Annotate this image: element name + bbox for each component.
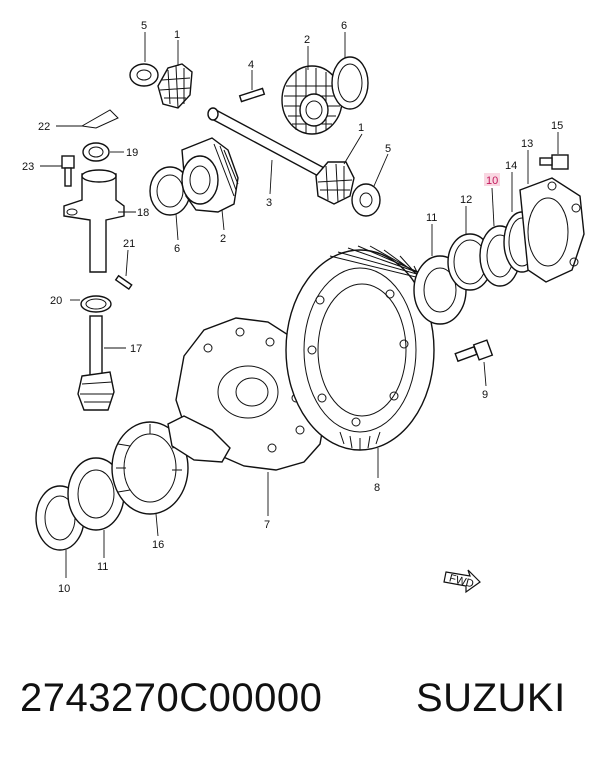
callout-14: 14	[505, 160, 517, 172]
ring-gear-8	[285, 245, 437, 451]
callout-8: 8	[374, 482, 380, 494]
thrust-washer-6-top	[331, 56, 369, 110]
callout-12: 12	[460, 194, 472, 206]
bolt-23	[61, 155, 75, 187]
sleeve-18	[63, 169, 125, 273]
bearing-race-11-lower	[67, 457, 125, 531]
callout-1-lower: 1	[358, 122, 364, 134]
callout-17: 17	[130, 343, 142, 355]
footer	[0, 640, 600, 763]
brand-name: SUZUKI	[416, 676, 566, 720]
callout-3: 3	[266, 197, 272, 209]
callout-10-highlight	[484, 173, 500, 186]
callout-20: 20	[50, 295, 62, 307]
bearing-16	[111, 421, 189, 515]
side-gear-2-top	[281, 65, 343, 135]
callout-5-top: 5	[141, 20, 147, 32]
retainer-13	[519, 177, 585, 283]
callout-15: 15	[551, 120, 563, 132]
callout-6-lower: 6	[174, 243, 180, 255]
callout-11-upper: 11	[426, 212, 437, 224]
speedometer-driven-gear-17	[77, 315, 115, 411]
callout-22: 22	[38, 121, 50, 133]
callout-2-lower: 2	[220, 233, 226, 245]
pinion-gear-1-lower	[315, 161, 355, 205]
oil-seal-19	[82, 142, 110, 162]
callout-9: 9	[482, 389, 488, 401]
thrust-washer-5-lower	[351, 183, 381, 217]
fwd-arrow-icon: FWD	[443, 569, 481, 594]
callout-19: 19	[126, 147, 138, 159]
callout-10-lower: 10	[58, 583, 70, 595]
callout-18: 18	[137, 207, 149, 219]
callout-6-top: 6	[341, 20, 347, 32]
part-number: 2743270C00000	[20, 676, 323, 720]
callout-5-lower: 5	[385, 143, 391, 155]
callout-labels: 5 1 4 2 6 1 5 3 6 2 22 19 23 18 21 20 17…	[22, 20, 563, 595]
bolt-15	[539, 154, 569, 170]
clip-22	[80, 109, 119, 129]
pinion-gear-1-top	[157, 63, 193, 109]
callout-23: 23	[22, 161, 34, 173]
pin-4	[238, 87, 266, 103]
callout-11-lower: 11	[97, 561, 108, 573]
bolt-9	[454, 339, 494, 363]
pin-21	[114, 274, 133, 291]
exploded-parts-diagram: FWD 5 1 4 2 6	[22, 20, 585, 595]
callout-4: 4	[248, 59, 254, 71]
callout-10-upper: 10	[486, 175, 498, 187]
callout-16: 16	[152, 539, 164, 551]
callout-21: 21	[123, 238, 135, 250]
thrust-washer-5-top	[129, 63, 159, 87]
callout-13: 13	[521, 138, 533, 150]
side-gear-2-lower	[181, 137, 239, 213]
leader-lines	[40, 32, 559, 578]
callout-2-top: 2	[304, 34, 310, 46]
callout-1-top: 1	[174, 29, 180, 41]
o-ring-20	[80, 295, 112, 313]
callout-7: 7	[264, 519, 270, 531]
